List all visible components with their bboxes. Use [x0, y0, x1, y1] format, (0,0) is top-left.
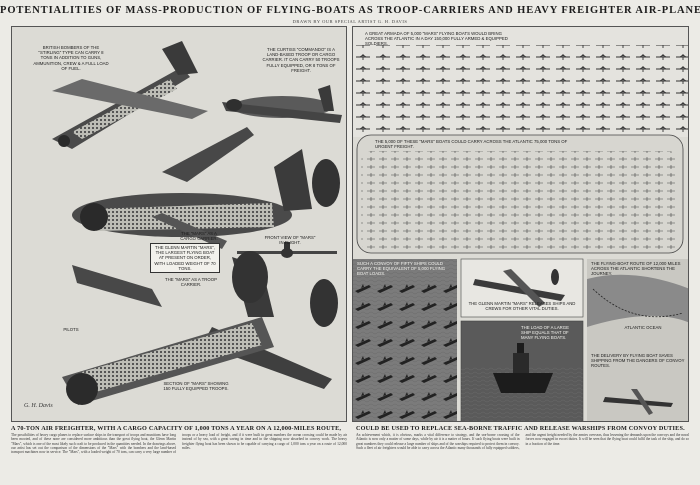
armada-illustration [353, 27, 688, 421]
callout-armada-troops: A GREAT ARMADA OF 5,000 "MARS" FLYING BO… [365, 31, 508, 47]
callout-mars-troop: THE "MARS" AS A TROOP CARRIER. [165, 277, 217, 288]
callout-shipping: THE DELIVERY BY FLYING BOAT SAVES SHIPPI… [591, 353, 685, 369]
mars-cargo-cutaway [72, 127, 340, 249]
article-body-left: The possibilities of heavy cargo planes … [11, 433, 347, 455]
byline: DRAWN BY OUR SPECIAL ARTIST G. H. DAVIS [292, 19, 408, 24]
stirling-bomber-cutaway [52, 41, 208, 149]
mars-flying-boat-small [473, 269, 565, 307]
callout-stirling: BRITISH BOMBERS OF THE "STIRLING" TYPE C… [33, 45, 109, 71]
armada-planes-upper [353, 45, 688, 137]
illustration-panel-armada: A GREAT ARMADA OF 5,000 "MARS" FLYING BO… [352, 26, 689, 422]
curtiss-commando-plane [222, 85, 342, 123]
article-body-right: An achievement which, it is obvious, mar… [356, 433, 689, 450]
callout-route: THE FLYING-BOAT ROUTE OF 12,000 MILES AC… [591, 261, 681, 277]
illustration-panel-aircraft: BRITISH BOMBERS OF THE "STIRLING" TYPE C… [11, 26, 347, 422]
callout-convoy: SUCH A CONVOY OF FIFTY SHIPS COULD CARRY… [357, 261, 446, 277]
page-title: POTENTIALITIES OF MASS-PRODUCTION OF FLY… [0, 5, 700, 16]
callout-mars-cargo: THE "MARS" AS A CARGO CARRIER. [180, 231, 218, 242]
callout-atlantic: ATLANTIC OCEAN [624, 325, 662, 330]
convoy-ships [353, 275, 457, 421]
artist-signature: G. H. Davis [24, 403, 53, 409]
callout-mars-releases: THE GLENN MARTIN "MARS" RELEASES SHIPS A… [468, 301, 576, 312]
caption-right: COULD BE USED TO REPLACE SEA-BORNE TRAFF… [356, 425, 685, 432]
callout-section: SECTION OF "MARS" SHOWING 150 FULLY EQUI… [163, 381, 229, 392]
aircraft-illustration [52, 41, 342, 405]
callout-ship-load: THE LOAD OF A LARGE SHIP EQUALS THAT OF … [521, 325, 569, 341]
callout-glenn-martin: THE GLENN MARTIN "MARS", THE LARGEST FLY… [150, 243, 220, 274]
armada-planes-lower [361, 151, 679, 251]
cargo-ship [493, 343, 553, 393]
mars-front-view [237, 242, 337, 258]
callout-armada-freight: THE 5,000 OF THESE "MARS" BOATS COULD CA… [375, 139, 568, 150]
callout-commando: THE CURTISS "COMMANDO" IS A LAND-BASED T… [262, 47, 340, 73]
atlantic-map-land [587, 274, 688, 327]
caption-left: A 70-TON AIR FREIGHTER, WITH A CARGO CAP… [11, 425, 342, 432]
mars-troop-cutaway [62, 251, 338, 405]
callout-pilots: PILOTS [63, 327, 79, 332]
seaplane-small [603, 389, 673, 415]
callout-front-view: FRONT VIEW OF "MARS" IN FLIGHT. [264, 235, 316, 246]
